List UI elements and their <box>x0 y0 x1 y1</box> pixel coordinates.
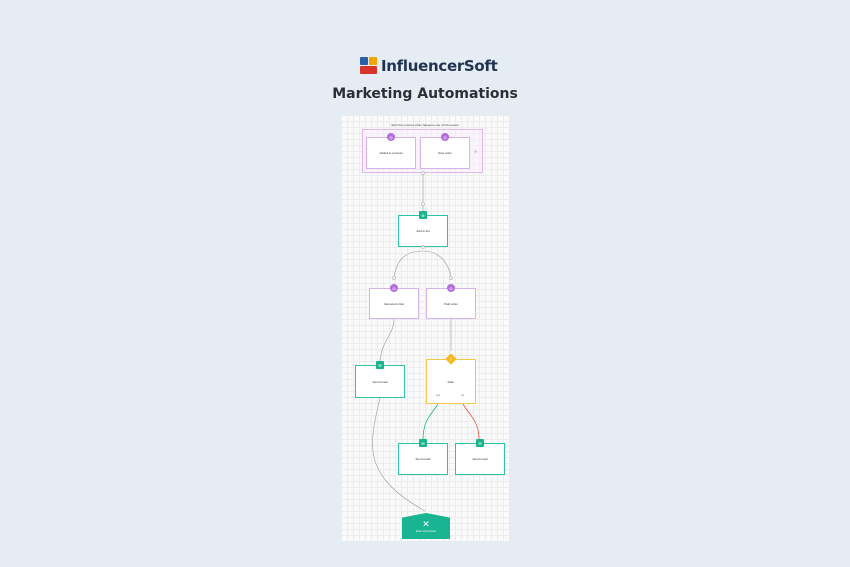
branch-label: Canceled order <box>383 301 405 306</box>
end-of-process[interactable]: ✕ End of process <box>402 513 450 539</box>
action-label: Send email <box>415 457 431 461</box>
action-send-email-no[interactable]: Send email <box>455 443 505 475</box>
brand-name: InfluencerSoft <box>381 57 498 75</box>
action-label: Send email <box>472 457 488 461</box>
trigger-icon: ◎ <box>441 133 449 141</box>
trigger-icon: ◎ <box>447 284 455 292</box>
trigger-new-order[interactable]: New order <box>420 137 470 169</box>
filter-node[interactable]: Filter <box>426 359 476 404</box>
action-send-email-left[interactable]: Send email <box>355 365 405 398</box>
connector-line <box>393 250 424 278</box>
user-add-icon: ⊕ <box>419 211 427 219</box>
filter-yes-label: yes <box>436 394 441 397</box>
connector-line <box>372 397 426 512</box>
trigger-icon: ◎ <box>390 284 398 292</box>
branch-label: Paid order <box>444 301 458 306</box>
workflow-canvas[interactable]: Start the process when happens one of th… <box>341 115 509 541</box>
start-description: Start the process when happens one of th… <box>391 123 459 127</box>
action-label: Add to list <box>416 229 430 233</box>
logo-mark-icon <box>360 57 378 75</box>
email-icon: ✉ <box>476 439 484 447</box>
connector-layer <box>372 173 480 512</box>
trigger-added-to-process[interactable]: Added to process <box>366 137 416 169</box>
email-icon: ✉ <box>376 361 384 369</box>
yes-path-line <box>422 403 439 441</box>
connector-port[interactable] <box>392 276 396 280</box>
connector-port[interactable] <box>449 276 453 280</box>
trigger-label: New order <box>438 151 452 155</box>
page-title: Marketing Automations <box>332 86 518 102</box>
action-add-to-list[interactable]: Add to list <box>398 215 448 247</box>
no-path-line <box>462 403 480 441</box>
email-icon: ✉ <box>419 439 427 447</box>
branch-paid-order[interactable]: Paid order <box>426 288 476 319</box>
action-label: Send email <box>372 379 388 384</box>
connector-line <box>379 318 395 364</box>
filter-no-label: no <box>461 394 464 397</box>
trigger-icon: ◎ <box>387 133 395 141</box>
connector-line <box>422 250 452 278</box>
brand-logo: InfluencerSoft <box>360 56 498 76</box>
trigger-label: Added to process <box>379 151 403 155</box>
branch-canceled-order[interactable]: Canceled order <box>369 288 419 319</box>
connector-port[interactable] <box>421 202 425 206</box>
add-trigger-icon[interactable]: ⊕ <box>474 149 478 154</box>
close-icon: ✕ <box>422 518 430 529</box>
connector-port[interactable] <box>421 171 425 175</box>
filter-label: Filter <box>447 379 455 384</box>
action-send-email-yes[interactable]: Send email <box>398 443 448 475</box>
end-label: End of process <box>415 528 436 533</box>
connector-port[interactable] <box>421 245 425 249</box>
